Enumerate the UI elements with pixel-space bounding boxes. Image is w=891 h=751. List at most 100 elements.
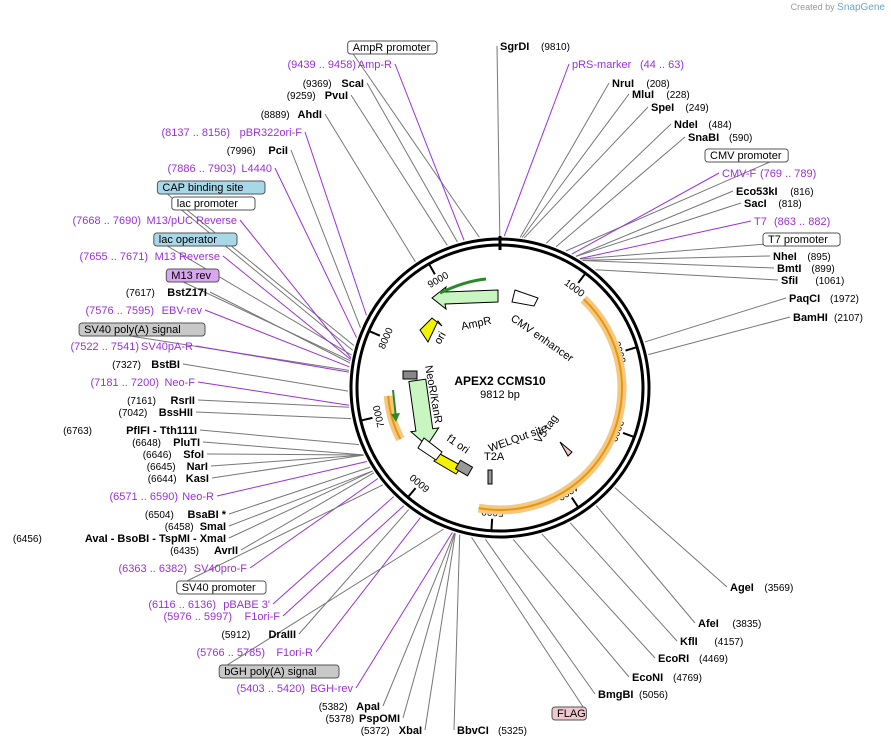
leader-line — [206, 453, 364, 456]
label-position: (7886 .. 7903) — [168, 163, 237, 175]
label-name: AhdI — [298, 109, 322, 121]
leader-line — [199, 429, 359, 446]
label-position: (6763) — [63, 426, 92, 437]
left-label-39: BGH-rev(5403 .. 5420) — [237, 683, 354, 695]
leader-line — [209, 291, 351, 364]
right-label-10: SacI(818) — [744, 198, 802, 210]
ring-tick — [570, 497, 580, 509]
ring-tick — [428, 263, 436, 275]
label-position: (4469) — [699, 654, 728, 665]
label-name: AgeI — [730, 582, 754, 594]
left-label-29: SmaI(6458) — [165, 521, 226, 533]
label-position: (6435) — [170, 546, 199, 557]
right-label-1: pRS-marker(44 .. 63) — [572, 59, 684, 71]
ori-label: ori — [432, 330, 449, 347]
feature-box — [165, 268, 220, 283]
left-label-9: lac promoter — [171, 196, 256, 211]
f1ori-label: f1 ori — [444, 433, 471, 457]
plasmid-size: 9812 bp — [480, 389, 520, 401]
leader-line — [512, 539, 630, 678]
ring-tick — [368, 330, 381, 337]
left-label-1: Amp-R(9439 .. 9458) — [288, 59, 393, 71]
feature-box-label: SV40 poly(A) signal — [84, 324, 181, 336]
leader-line — [347, 45, 480, 238]
label-name: RsrII — [171, 395, 195, 407]
label-name: PluTI — [173, 437, 200, 449]
label-position: (6646) — [143, 450, 172, 461]
label-position: (7181 .. 7200) — [91, 377, 160, 389]
orange-track-core — [478, 298, 623, 511]
left-label-14: BstZ17I (7617) — [126, 287, 207, 299]
annotation-labels: SgrDI(9810)pRS-marker(44 .. 63)NruI(208)… — [13, 40, 863, 737]
leader-line — [176, 484, 384, 587]
leader-line — [304, 131, 367, 316]
label-name: SgrDI — [500, 41, 529, 53]
label-position: (7668 .. 7690) — [73, 215, 142, 227]
label-name: BsaBI * — [187, 509, 226, 521]
label-name: L4440 — [241, 163, 272, 175]
label-name: ScaI — [341, 78, 364, 90]
feature-box — [78, 322, 206, 337]
label-name: Neo-R — [182, 491, 214, 503]
leader-line — [496, 45, 501, 237]
label-position: (6456) — [13, 534, 42, 545]
leader-line — [503, 63, 570, 237]
label-position: (769 .. 789) — [760, 168, 816, 180]
label-position: (8137 .. 8156) — [162, 127, 231, 139]
label-name: EcoRI — [658, 653, 689, 665]
label-name: NheI — [773, 251, 797, 263]
left-label-0: AmpR promoter — [347, 40, 438, 55]
leader-line — [571, 172, 720, 255]
feature-box-label: T7 promoter — [768, 234, 828, 246]
label-name: EBV-rev — [162, 305, 203, 317]
label-name: PflFI - Tth111I — [126, 425, 197, 437]
label-name: F1ori-R — [276, 647, 313, 659]
label-position: (7522 .. 7541) — [71, 341, 140, 353]
label-position: (3835) — [732, 619, 761, 630]
leader-line — [222, 255, 352, 360]
label-name: BstZ17I — [167, 287, 207, 299]
leader-line — [197, 399, 350, 408]
leader-line — [274, 167, 358, 338]
label-name: SpeI — [651, 102, 674, 114]
label-name: CMV-F — [722, 168, 757, 180]
leader-line — [350, 94, 448, 246]
left-label-41: PspOMI(5378) — [325, 713, 400, 725]
feature-box-label: SV40 promoter — [182, 582, 256, 594]
ampr-label: AmpR — [460, 315, 492, 333]
left-label-34: pBABE 3'(6116 .. 6136) — [148, 599, 270, 611]
leader-line — [523, 106, 649, 239]
leader-line — [218, 528, 444, 671]
label-name: Eco53kI — [736, 186, 778, 198]
right-label-7: CMV promoter — [704, 148, 789, 163]
orange-track-left-core — [387, 395, 402, 440]
label-position: (6504) — [145, 510, 174, 521]
label-position: (1972) — [830, 294, 859, 305]
left-label-37: F1ori-R(5766 .. 5785) — [197, 647, 314, 659]
ring-tick — [625, 346, 638, 352]
leader-line — [579, 220, 752, 260]
feature-arrows — [383, 277, 627, 515]
leader-line — [240, 472, 375, 551]
feature-labels: AmpR CMV enhancer ori NeoR/KanR f1 ori W… — [422, 313, 575, 463]
right-label-21: EcoRI (4469) — [658, 653, 728, 665]
ori-arrow — [419, 317, 443, 344]
leader-line — [228, 470, 373, 527]
left-label-20: RsrII(7161) — [127, 395, 195, 407]
left-label-24: SfoI(6646) — [143, 449, 204, 461]
right-label-2: NruI(208) — [612, 78, 670, 90]
label-name: ApaI — [356, 701, 380, 713]
label-position: (7617) — [126, 288, 155, 299]
label-name: BmgBI — [598, 689, 633, 701]
ampr-arrow — [431, 285, 499, 311]
label-name: M13 Reverse — [155, 251, 220, 263]
label-position: (7042) — [118, 408, 147, 419]
label-position: (816) — [790, 187, 813, 198]
label-position: (228) — [666, 90, 689, 101]
leader-line — [595, 269, 779, 281]
right-label-17: BamHI(2107) — [793, 312, 863, 324]
label-position: (899) — [811, 264, 834, 275]
left-label-10: M13/pUC Reverse(7668 .. 7690) — [73, 215, 238, 227]
left-label-31: AvrII(6435) — [170, 545, 238, 557]
label-position: (7655 .. 7671) — [80, 251, 149, 263]
